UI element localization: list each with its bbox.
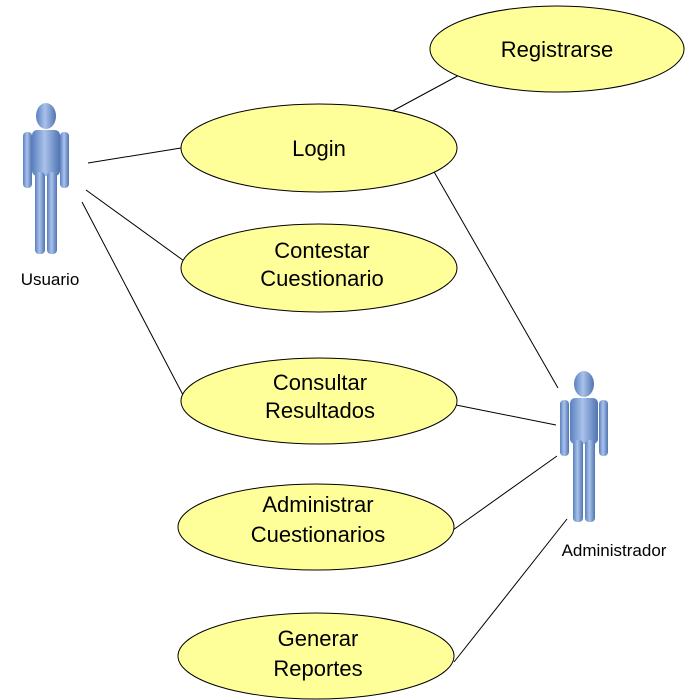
associations xyxy=(81,72,568,663)
actor-figure-icon xyxy=(560,371,608,522)
use-case-label-line2: Cuestionarios xyxy=(251,522,386,547)
use-case-generar-reportes: Generar Reportes xyxy=(177,612,455,700)
use-case-administrar-cuestionarios: Administrar Cuestionarios xyxy=(177,483,455,571)
use-case-consultar-resultados: Consultar Resultados xyxy=(180,357,458,445)
use-case-login: Login xyxy=(180,103,458,193)
assoc-administrar-administrador xyxy=(452,455,558,531)
assoc-usuario-contestar xyxy=(85,189,192,267)
assoc-login-registrarse xyxy=(386,72,464,115)
actor-administrador: Administrador xyxy=(560,371,667,560)
use-case-label-line1: Administrar xyxy=(262,492,373,517)
actor-figure-icon xyxy=(23,103,69,254)
actor-label: Administrador xyxy=(562,541,667,560)
use-case-label-line2: Cuestionario xyxy=(260,266,384,291)
use-case-label-line1: Consultar xyxy=(273,370,367,395)
use-case-label-line2: Resultados xyxy=(265,398,375,423)
actor-label: Usuario xyxy=(21,270,80,289)
assoc-generar-administrador xyxy=(453,518,568,663)
use-case-label-line1: Generar xyxy=(278,626,359,651)
actor-usuario: Usuario xyxy=(21,103,80,289)
use-case-label: Login xyxy=(292,136,346,161)
assoc-consultar-administrador xyxy=(455,404,557,426)
use-case-contestar-cuestionario: Contestar Cuestionario xyxy=(180,223,458,313)
use-case-label: Registrarse xyxy=(501,37,613,62)
assoc-usuario-login xyxy=(87,147,182,164)
assoc-usuario-consultar xyxy=(81,201,184,396)
assoc-login-administrador xyxy=(432,169,559,389)
use-case-registrarse: Registrarse xyxy=(429,5,685,93)
use-case-label-line2: Reportes xyxy=(273,656,362,681)
use-case-label-line1: Contestar xyxy=(274,238,369,263)
